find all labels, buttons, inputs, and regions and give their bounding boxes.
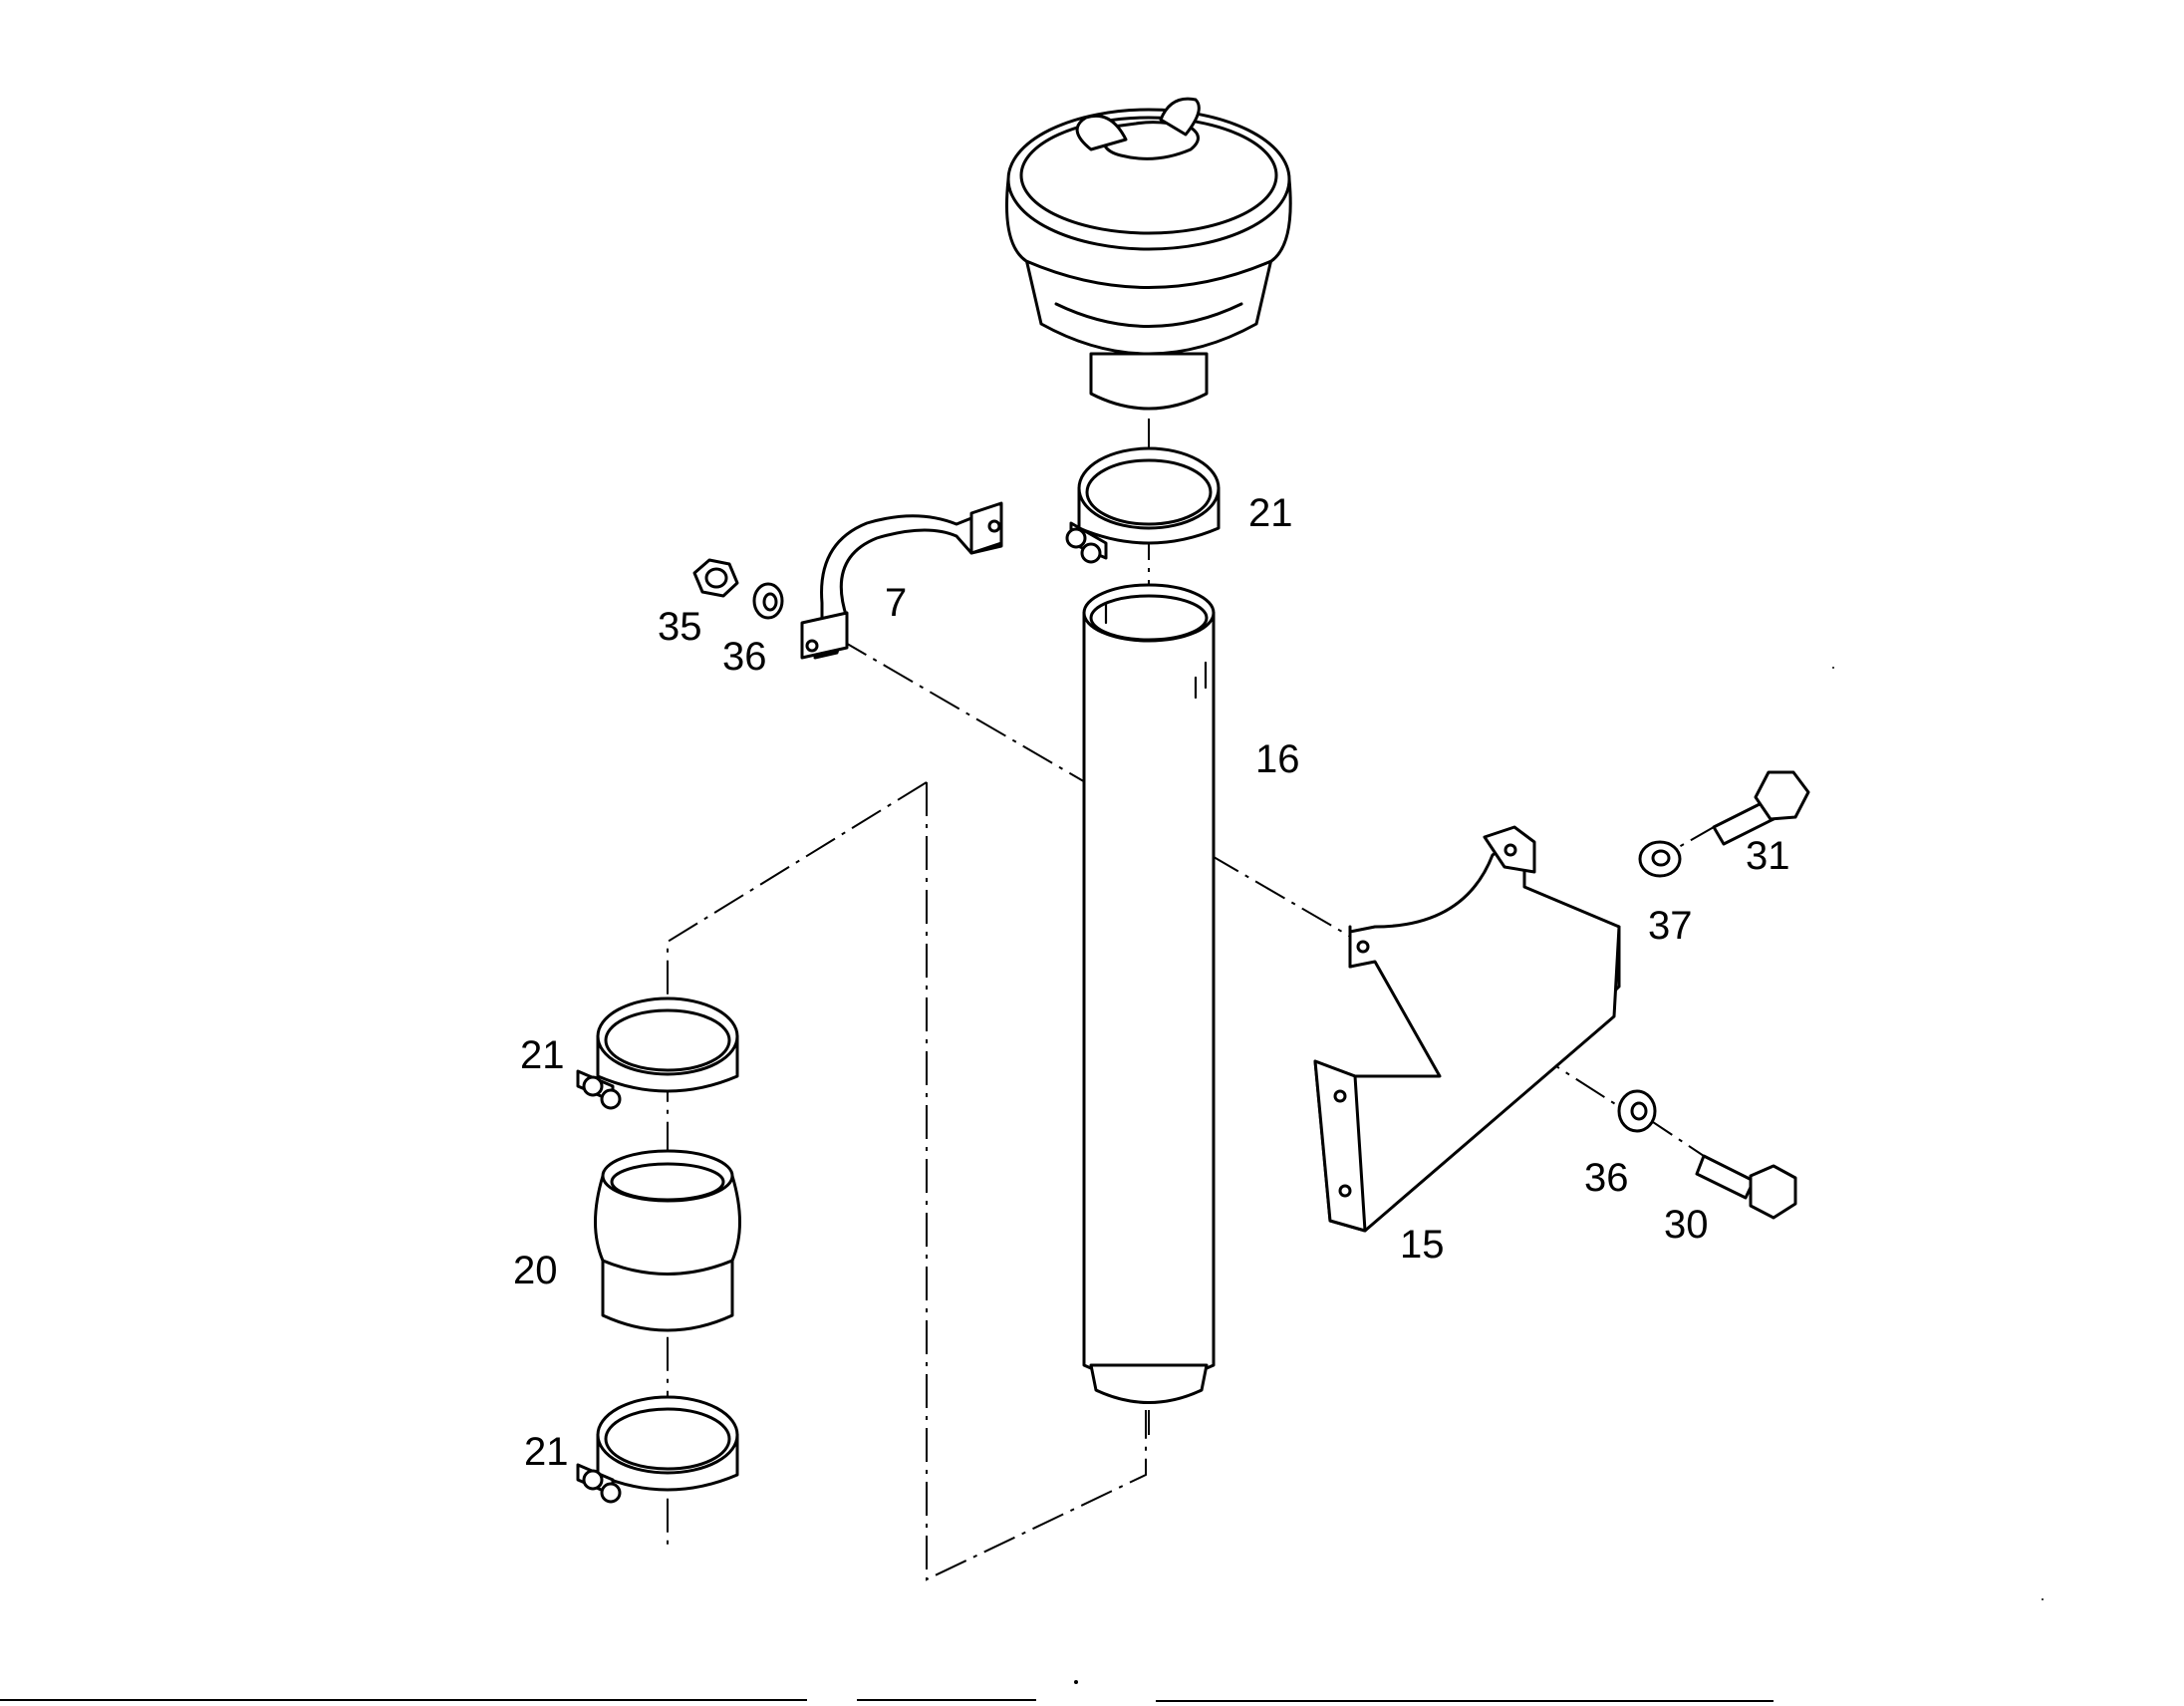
callout-36-right: 36: [1584, 1156, 1629, 1200]
hose-clamp-middle: [576, 996, 739, 1110]
rubber-hose: [594, 1149, 741, 1332]
callout-7: 7: [885, 581, 907, 625]
callout-21-middle: 21: [520, 1033, 565, 1077]
page-footer-rule: [0, 667, 2044, 1702]
callout-30: 30: [1664, 1203, 1709, 1247]
callout-labels: 21 7 35 36 16 31 37 21 20 36 30 15 21: [513, 491, 1790, 1474]
callout-20: 20: [513, 1249, 558, 1292]
air-cleaner: [1004, 97, 1292, 411]
callout-36-left: 36: [722, 635, 767, 679]
washer-and-bolt-lower: [1617, 1089, 1797, 1220]
callout-21-bottom: 21: [524, 1430, 569, 1474]
callout-31: 31: [1746, 834, 1790, 878]
hose-clamp-bottom: [576, 1395, 739, 1504]
callout-21-top: 21: [1248, 491, 1293, 535]
callout-16: 16: [1255, 737, 1300, 781]
strap-bracket: [800, 501, 1003, 660]
hose-clamp-top: [1065, 446, 1221, 564]
washer-and-bolt-upper: [1638, 770, 1810, 878]
support-bracket: [1313, 825, 1621, 1233]
callout-35: 35: [658, 605, 702, 649]
pipe: [1082, 583, 1216, 1404]
callout-37: 37: [1648, 904, 1693, 948]
callout-15: 15: [1400, 1223, 1445, 1267]
nut-and-washer-left: [692, 558, 784, 620]
